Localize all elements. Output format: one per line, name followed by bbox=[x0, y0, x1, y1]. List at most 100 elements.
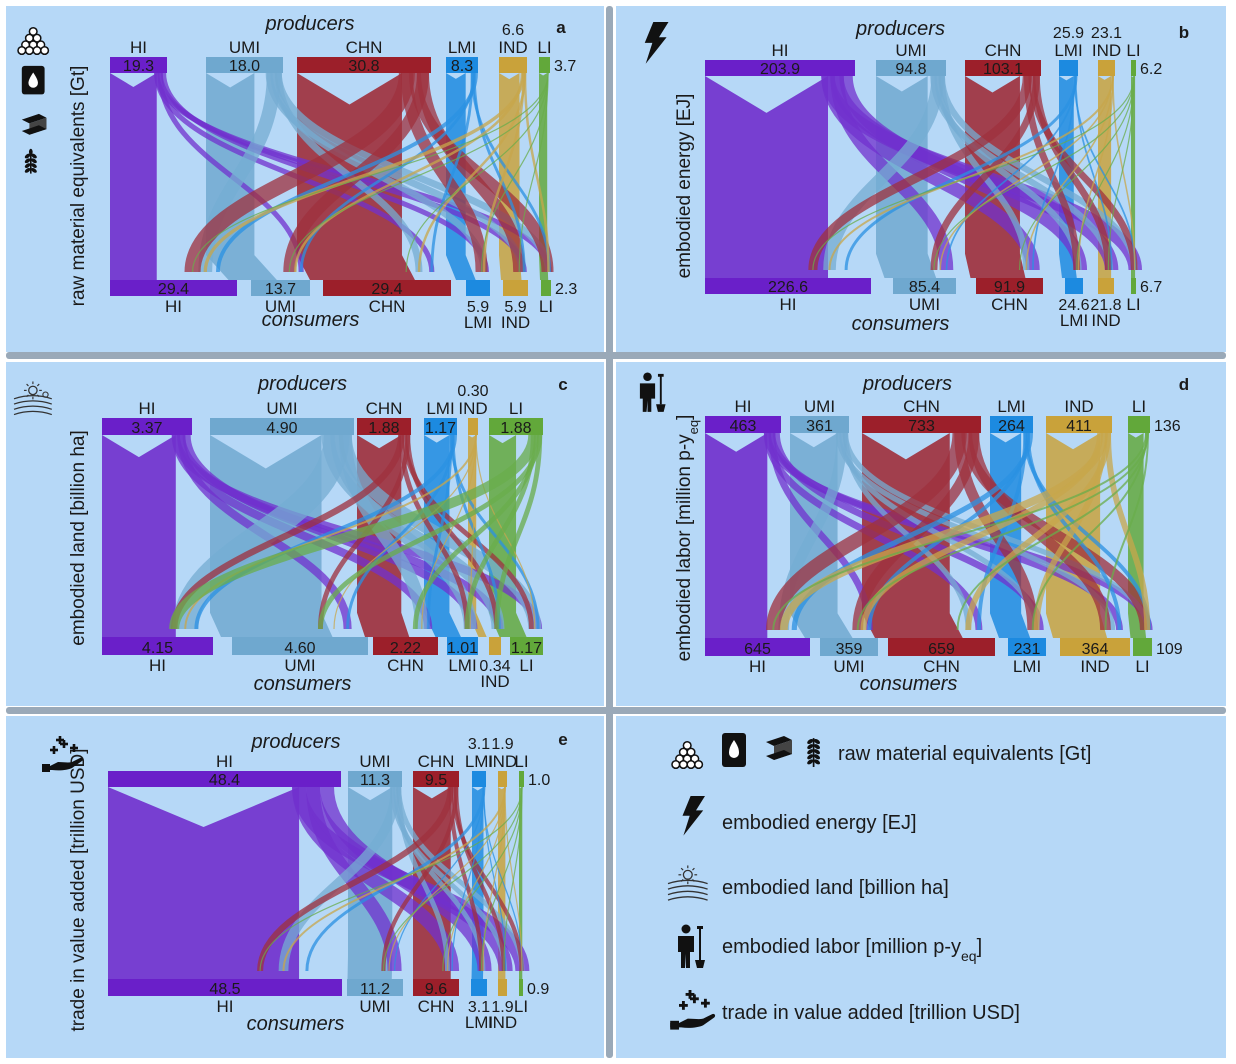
panel-letter: b bbox=[1179, 23, 1189, 42]
producer-value: 1.17 bbox=[425, 420, 456, 437]
consumer-value: 226.6 bbox=[768, 279, 808, 296]
producer-bar-chn bbox=[357, 418, 411, 435]
flow-li-to-lmi bbox=[481, 72, 549, 273]
flow-chn-to-hi bbox=[766, 432, 967, 631]
flow-li-to-umi bbox=[288, 72, 549, 273]
y-axis-label: embodied land [billion ha] bbox=[68, 430, 89, 646]
producer-group-name: IND bbox=[1064, 397, 1093, 416]
flow-ind-to-chn bbox=[1025, 75, 1114, 271]
consumer-group-name: CHN bbox=[369, 297, 406, 316]
producer-value: 733 bbox=[908, 418, 935, 435]
producer-group-name: CHN bbox=[366, 399, 403, 418]
consumer-bar-ind bbox=[489, 637, 501, 655]
consumer-bar-hi bbox=[102, 637, 213, 655]
flow-chn-to-li bbox=[1028, 75, 1138, 271]
consumer-group-name: HI bbox=[217, 997, 234, 1016]
producers-label: producers bbox=[251, 731, 341, 753]
flow-li-to-chn bbox=[956, 432, 1149, 631]
consumers-label: consumers bbox=[860, 673, 958, 695]
worker-icon bbox=[678, 924, 705, 968]
producer-bar-li bbox=[1128, 416, 1150, 433]
producer-group-name: UMI bbox=[804, 397, 835, 416]
y-axis-label-text: embodied energy [EJ] bbox=[674, 94, 695, 279]
consumer-group-name: IND bbox=[480, 672, 509, 691]
consumer-value: 4.60 bbox=[284, 640, 315, 657]
flow-li-to-hi bbox=[169, 434, 539, 630]
producer-group-name: LI bbox=[1132, 397, 1146, 416]
producer-value: 9.5 bbox=[425, 772, 447, 789]
consumer-value: 4.15 bbox=[142, 640, 173, 657]
flow-li-to-lmi bbox=[1076, 75, 1135, 271]
flows bbox=[705, 432, 1153, 638]
legend-label: embodied labor [million p-yeq] bbox=[722, 936, 982, 964]
ore-pile-icon bbox=[671, 740, 704, 770]
consumer-bar-li bbox=[1131, 278, 1136, 294]
flow-li-to-ind bbox=[494, 434, 543, 630]
consumer-group-name: UMI bbox=[909, 295, 940, 314]
producer-value: 48.4 bbox=[209, 772, 240, 789]
flow-li-to-ind bbox=[1107, 75, 1135, 271]
consumer-group-name: CHN bbox=[991, 295, 1028, 314]
flow-lmi-to-umi bbox=[945, 75, 1077, 271]
flow-lmi-to-umi bbox=[393, 786, 485, 972]
consumer-value: 2.3 bbox=[555, 281, 577, 298]
producer-group-name: UMI bbox=[359, 752, 390, 771]
producer-value: 1.0 bbox=[528, 772, 550, 789]
y-axis-label-text: embodied land [billion ha] bbox=[68, 430, 89, 646]
consumer-bar-li bbox=[1133, 638, 1152, 656]
self-flow-hi bbox=[110, 73, 157, 280]
consumer-group-name: UMI bbox=[265, 297, 296, 316]
consumer-group-name: HI bbox=[149, 656, 166, 675]
consumer-value: 364 bbox=[1082, 641, 1109, 658]
consumer-value: 24.6 bbox=[1058, 297, 1089, 314]
consumer-value: 91.9 bbox=[994, 279, 1025, 296]
producer-value: 4.90 bbox=[266, 420, 297, 437]
flow-lmi-to-chn bbox=[451, 786, 485, 972]
producer-value: 94.8 bbox=[895, 61, 926, 78]
producer-group-name: LI bbox=[514, 752, 528, 771]
producer-group-name: IND bbox=[488, 752, 517, 771]
flows bbox=[705, 75, 1142, 278]
producer-group-name: HI bbox=[130, 38, 147, 57]
y-axis-label: embodied energy [EJ] bbox=[674, 94, 695, 279]
legend-label: raw material equivalents [Gt] bbox=[838, 743, 1091, 765]
consumer-group-name: HI bbox=[780, 295, 797, 314]
flow-li-to-umi bbox=[382, 786, 523, 972]
flow-li-to-lmi bbox=[1031, 432, 1148, 631]
self-flow-hi bbox=[102, 435, 176, 637]
steel-beam-icon bbox=[766, 736, 792, 760]
consumer-value: 29.4 bbox=[371, 281, 402, 298]
consumer-value: 13.7 bbox=[265, 281, 296, 298]
panel-background bbox=[616, 716, 1226, 1058]
consumer-group-name: IND bbox=[1080, 657, 1109, 676]
producer-value: 463 bbox=[730, 418, 757, 435]
flow-li-to-hi bbox=[191, 72, 549, 273]
producer-value: 1.9 bbox=[491, 736, 513, 753]
producer-bar-hi bbox=[102, 418, 192, 435]
vertical-divider bbox=[606, 6, 613, 1058]
consumer-value: 2.22 bbox=[390, 640, 421, 657]
consumer-bar-hi bbox=[705, 278, 871, 294]
consumer-bar-chn bbox=[323, 280, 451, 296]
consumer-group-name: LI bbox=[1126, 295, 1140, 314]
producers-label: producers bbox=[265, 13, 355, 35]
flow-umi-to-hi bbox=[823, 75, 944, 271]
consumer-group-name: HI bbox=[165, 297, 182, 316]
flow-ind-to-li bbox=[475, 434, 536, 630]
legend: raw material equivalents [Gt]embodied en… bbox=[667, 733, 1091, 1030]
flow-lmi-to-umi bbox=[299, 72, 476, 273]
flow-li-to-umi bbox=[933, 75, 1135, 271]
consumer-bar-chn bbox=[373, 637, 438, 655]
flow-chn-to-lmi bbox=[448, 786, 484, 972]
producer-bar-ind bbox=[1098, 60, 1115, 76]
flow-li-to-ind bbox=[1104, 432, 1149, 631]
producer-value: 6.6 bbox=[502, 22, 524, 39]
producer-group-name: CHN bbox=[346, 38, 383, 57]
producer-group-name: LI bbox=[509, 399, 523, 418]
consumer-bar-chn bbox=[413, 979, 459, 996]
flow-li-to-hi bbox=[259, 786, 523, 972]
